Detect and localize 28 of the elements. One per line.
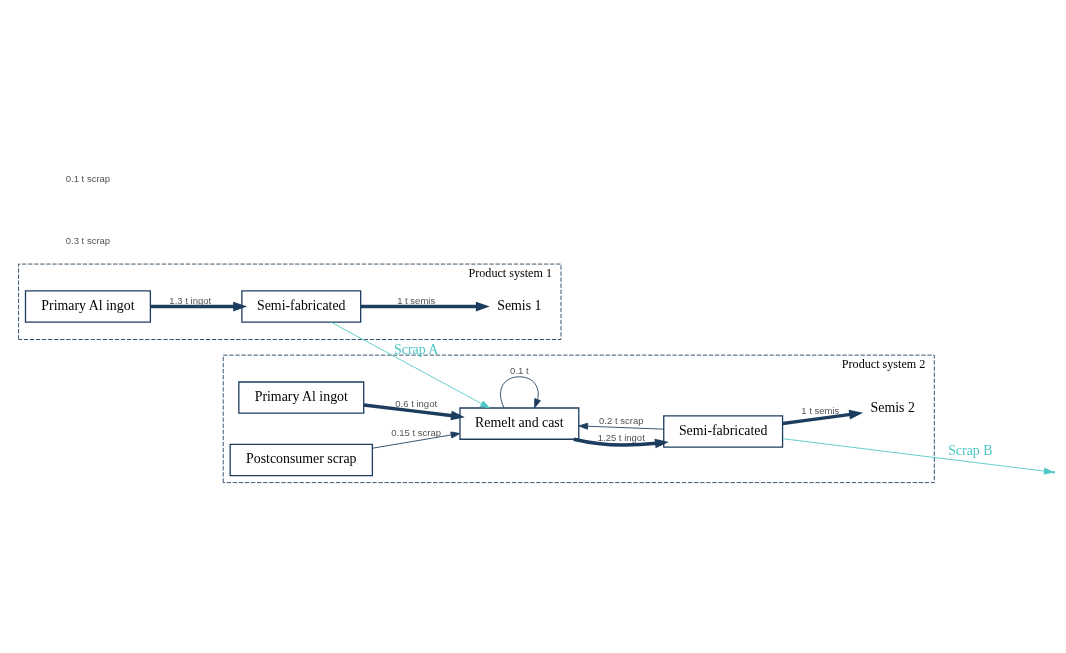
- arrow: [330, 321, 490, 409]
- edge-label: 0.15 t scrap: [391, 426, 442, 438]
- arrow: [150, 301, 248, 312]
- node-box: Postconsumer scrap: [229, 443, 374, 477]
- arrow: [371, 431, 461, 449]
- node-box: Semi-fabricated: [663, 415, 784, 448]
- edge-label: 1.25 t ingot: [597, 431, 645, 443]
- arrow: [578, 422, 664, 430]
- edge-label: 0.1 t: [510, 365, 529, 377]
- arrow: [363, 403, 465, 421]
- arrow: [360, 301, 490, 312]
- edge-label: 0.6 t ingot: [395, 397, 438, 409]
- edge-label: 1 t semis: [397, 294, 436, 306]
- arrow: [500, 376, 541, 409]
- node-box: Primary Al ingot: [24, 290, 152, 323]
- node-text: Semis 2: [870, 400, 915, 416]
- edge-label: Scrap B: [948, 442, 993, 458]
- label: 0.1 t scrap: [65, 172, 111, 184]
- node-box: Primary Al ingot: [238, 381, 365, 414]
- node-box: Semi-fabricated: [241, 290, 362, 323]
- arrow: [573, 437, 669, 449]
- label: 0.3 t scrap: [65, 234, 111, 246]
- arrow: [782, 409, 864, 426]
- node-box: Remelt and cast: [459, 407, 580, 440]
- edge-label: 1 t semis: [801, 404, 840, 416]
- edge-label: 0.2 t scrap: [599, 415, 644, 427]
- node-text: Semis 1: [497, 297, 542, 313]
- edge-label: 1.3 t ingot: [169, 294, 212, 306]
